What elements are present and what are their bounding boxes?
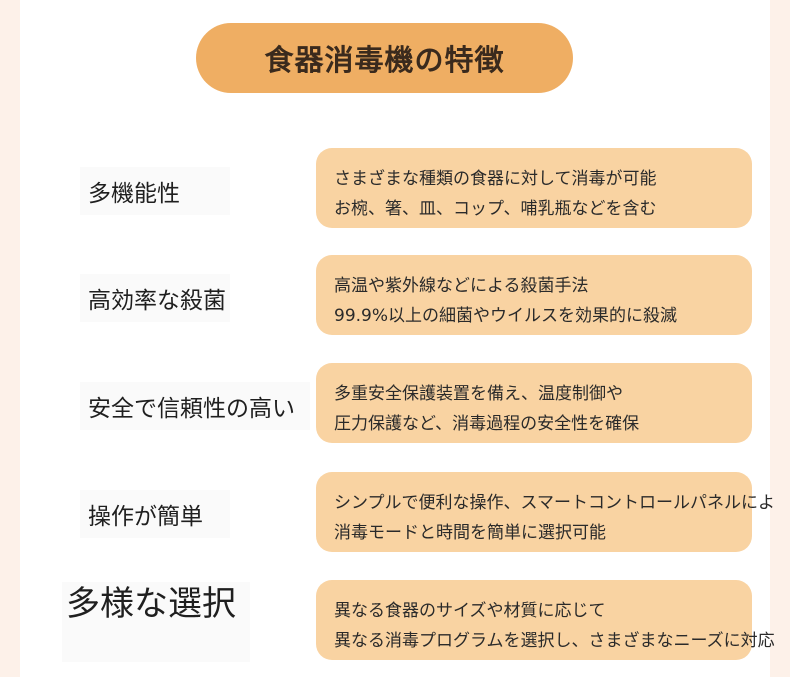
feature-label-text: 高効率な殺菌 bbox=[88, 288, 226, 314]
feature-label-variety: 多様な選択 bbox=[62, 582, 250, 662]
feature-description-line: 高温や紫外線などによる殺菌手法 bbox=[334, 276, 589, 296]
feature-description-line: 異なる食器のサイズや材質に応じて bbox=[334, 601, 606, 621]
feature-label-text: 多機能性 bbox=[88, 181, 180, 207]
feature-description-line: お椀、箸、皿、コップ、哺乳瓶などを含む bbox=[334, 199, 657, 219]
feature-description-line: 圧力保護など、消毒過程の安全性を確保 bbox=[334, 414, 640, 434]
feature-label-text: 安全で信頼性の高い bbox=[88, 396, 295, 422]
feature-description-sterilization: 高温や紫外線などによる殺菌手法 99.9%以上の細菌やウイルスを効果的に殺滅 bbox=[316, 255, 752, 335]
feature-label-sterilization: 高効率な殺菌 bbox=[80, 274, 230, 322]
feature-label-text: 操作が簡単 bbox=[88, 504, 203, 530]
feature-label-text: 多様な選択 bbox=[66, 584, 236, 624]
feature-description-line: 異なる消毒プログラムを選択し、さまざまなニーズに対応 bbox=[334, 631, 775, 651]
feature-description-line: 消毒モードと時間を簡単に選択可能 bbox=[334, 523, 606, 543]
feature-description-line: 99.9%以上の細菌やウイルスを効果的に殺滅 bbox=[334, 306, 678, 326]
page-title: 食器消毒機の特徴 bbox=[264, 43, 505, 77]
feature-description-line: 多重安全保護装置を備え、温度制御や bbox=[334, 384, 623, 404]
feature-label-safety: 安全で信頼性の高い bbox=[80, 382, 310, 430]
feature-label-easy-operation: 操作が簡単 bbox=[80, 490, 230, 538]
feature-description-variety: 異なる食器のサイズや材質に応じて 異なる消毒プログラムを選択し、さまざまなニーズ… bbox=[316, 580, 775, 660]
feature-description-safety: 多重安全保護装置を備え、温度制御や 圧力保護など、消毒過程の安全性を確保 bbox=[316, 363, 752, 443]
feature-description-line: シンプルで便利な操作、スマートコントロールパネルによ bbox=[334, 493, 775, 513]
content-panel bbox=[20, 0, 770, 677]
feature-description-line: さまざまな種類の食器に対して消毒が可能 bbox=[334, 169, 657, 189]
feature-description-easy-operation: シンプルで便利な操作、スマートコントロールパネルによ 消毒モードと時間を簡単に選… bbox=[316, 472, 775, 552]
feature-description-multifunction: さまざまな種類の食器に対して消毒が可能 お椀、箸、皿、コップ、哺乳瓶などを含む bbox=[316, 148, 752, 228]
title-banner: 食器消毒機の特徴 bbox=[196, 23, 573, 93]
feature-label-multifunction: 多機能性 bbox=[80, 167, 230, 215]
